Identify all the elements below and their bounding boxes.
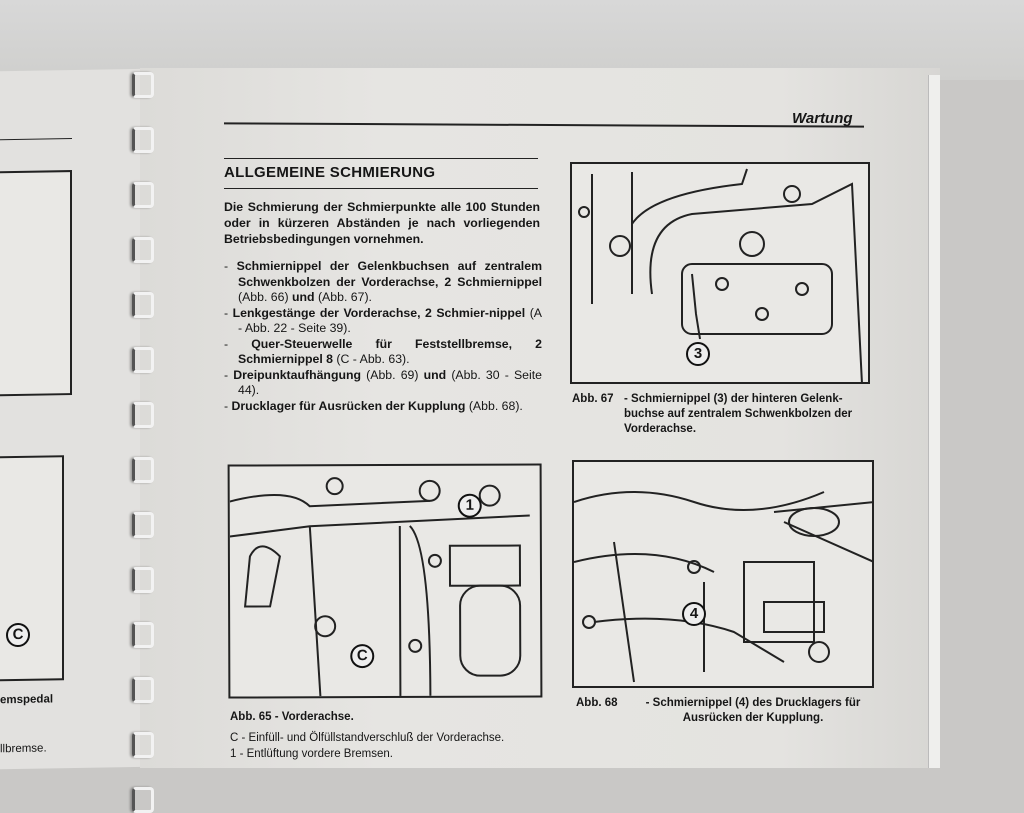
spiral-binding-ring [132,677,154,703]
callout-4: 4 [682,602,706,626]
figure-67-drawing [578,168,863,382]
spiral-binding-ring [132,127,154,153]
list-item-rest: (Abb. 69) [361,367,424,382]
list-item: - Lenkgestänge der Vorderachse, 2 Schmie… [224,305,542,336]
list-item-rest: (Abb. 68). [465,398,523,413]
callout-c: C [350,644,375,669]
figure-65-drawing [229,477,530,697]
left-page: C emspedal llbremse. [0,68,150,770]
spiral-binding-ring [132,347,154,373]
spiral-binding-ring [132,457,154,483]
figure-65-note-1: 1 - Entlüftung vordere Bremsen. [230,748,393,760]
spiral-binding-ring [132,622,154,648]
spiral-binding-ring [132,787,154,813]
figure-68-drawing [574,491,872,683]
page-title: ALLGEMEINE SCHMIERUNG [224,164,436,181]
background [0,0,1024,80]
list-item: - Drucklager für Ausrücken der Kupplung … [224,398,523,413]
list-item-bold: Quer-Steuerwelle für Feststellbremse, 2 … [238,336,542,367]
spiral-binding-ring [132,182,154,208]
intro-text: Die Schmierung der Schmierpunkte alle 10… [224,200,540,246]
spiral-binding-ring [132,512,154,538]
list-item-bold2: und [292,290,315,304]
lubrication-list: - Schmiernippel der Gelenkbuchsen auf ze… [224,259,542,414]
spiral-binding-ring [132,732,154,758]
list-item: - Schmiernippel der Gelenkbuchsen auf ze… [224,259,542,304]
spiral-binding-ring [132,402,154,428]
figure-68-caption: - Schmiernippel (4) des Drucklagers für … [645,697,861,724]
spiral-binding-ring [132,237,154,263]
list-item-bold: Schmiernippel der Gelenkbuchsen auf zent… [236,259,542,289]
section-header: Wartung [792,110,853,127]
spiral-binding-ring [132,292,154,318]
title-rule-top [224,158,538,159]
figure-67-illustration: 3 [570,162,870,384]
figure-65-note-c: C - Einfüll- und Ölfüllstandverschluß de… [230,732,505,744]
callout-1: 1 [457,493,482,518]
figure-65-illustration: 1 C [227,463,543,699]
left-fragment: emspedal [0,693,54,707]
figure-67-caption: - Schmiernippel (3) der hinteren Gelenk-… [624,393,853,435]
figure-68-label: Abb. 68 [576,697,618,709]
page-edge [928,75,940,768]
list-item-rest2: (Abb. 67). [314,290,372,304]
list-item-rest: (A - Abb. 22 - Seite 39). [238,305,542,336]
left-fragment: llbremse. [0,742,47,756]
list-item-bold: Lenkgestänge der Vorderachse, 2 Schmier-… [232,305,526,320]
left-figure-bottom: C [0,455,64,682]
list-item-bold2: und [423,367,447,382]
list-item: - Dreipunktaufhängung (Abb. 69) und (Abb… [224,367,542,398]
callout-3: 3 [686,342,710,366]
list-item-bold: Dreipunktaufhängung [233,367,361,382]
figure-68-illustration: 4 [572,460,874,688]
figure-67-label: Abb. 67 [572,393,614,405]
spiral-binding-ring [132,567,154,593]
list-item: - Quer-Steuerwelle für Feststellbremse, … [224,336,542,367]
list-item-rest: (Abb. 66) [238,290,292,304]
title-rule-bottom [224,188,538,189]
divider [0,138,72,141]
figure-65-caption: Abb. 65 - Vorderachse. [230,711,354,723]
callout-c: C [6,622,30,648]
list-item-bold: Drucklager für Ausrücken der Kupplung [231,398,466,413]
left-figure-top [0,170,72,397]
spiral-binding-ring [132,72,154,98]
list-item-rest2: (Abb. 30 - Seite 44). [238,367,542,398]
list-item-rest: (C - Abb. 63). [333,352,410,366]
